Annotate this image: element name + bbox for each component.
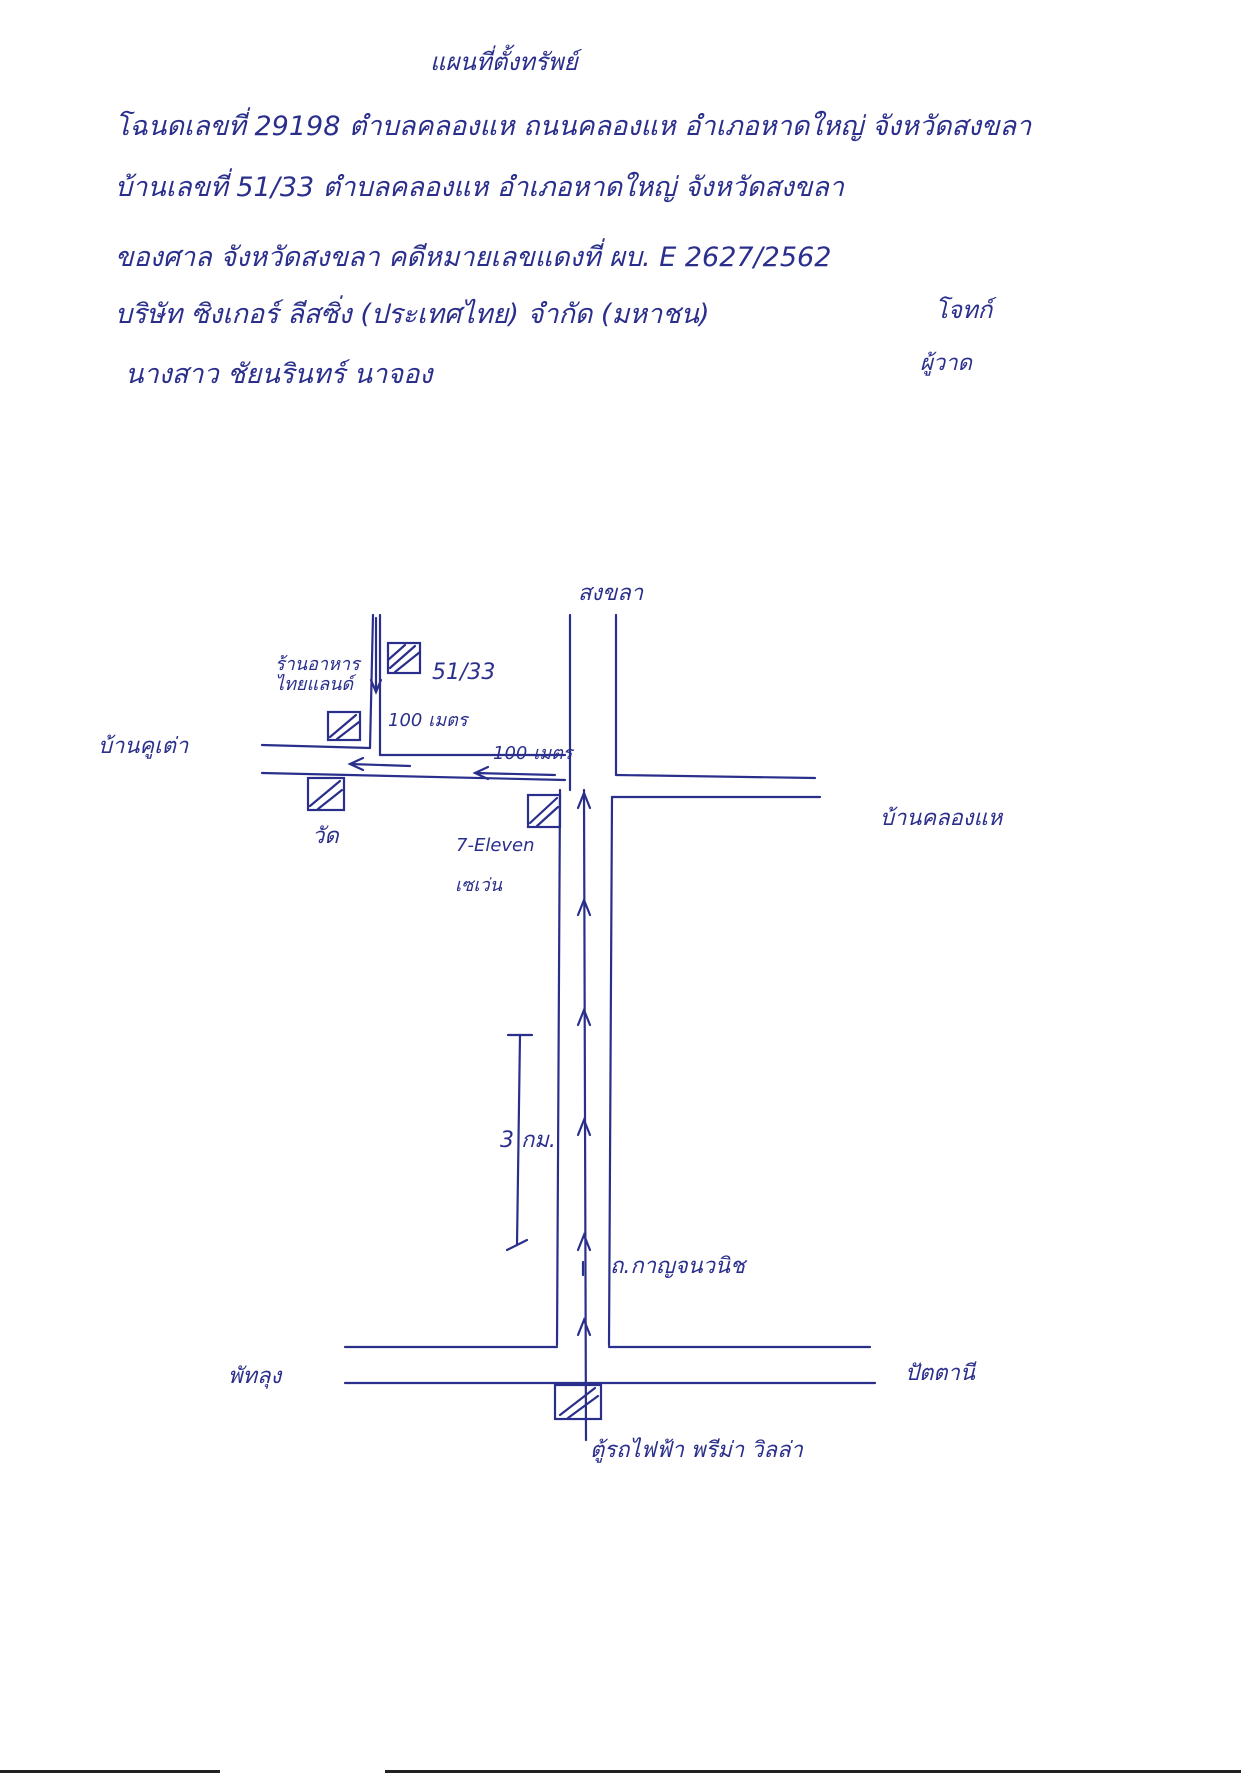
header-line-1: โฉนดเลขที่ 29198 ตำบลคลองแห ถนนคลองแห อำ…: [115, 111, 1032, 142]
temple-marker: [306, 776, 346, 812]
7eleven-label: 7-Eleven: [456, 835, 535, 856]
7eleven-marker: [526, 793, 562, 829]
property-label: 51/33: [432, 660, 496, 685]
header-line-4: บริษัท ซิงเกอร์ ลีสซิ่ง (ประเทศไทย) จำกั…: [115, 299, 710, 330]
main-road-distance: 100 เมตร: [493, 743, 573, 764]
side-lane-distance: 100 เมตร: [388, 710, 468, 731]
side-road-west-top: [260, 743, 372, 750]
shop-label: ร้านอาหารไทยแลนด์: [275, 654, 360, 695]
route-arrows-west: [347, 616, 557, 781]
scan-edge-left: [0, 1770, 220, 1773]
bottom-left-label: พัทลุง: [228, 1364, 282, 1389]
main-road-east-edge-south: [607, 795, 614, 1347]
north-label: สงขลา: [578, 581, 644, 606]
document-title: แผนที่ตั้งทรัพย์: [430, 48, 578, 76]
scan-edge-right: [385, 1770, 1241, 1773]
header-line-2: บ้านเลขที่ 51/33 ตำบลคลองแห อำเภอหาดใหญ่…: [115, 172, 844, 203]
crossroad-north-edge-east: [614, 773, 817, 780]
route-arrows-north: [576, 788, 592, 1442]
temple-label: วัด: [312, 824, 339, 849]
crossroad-south-edge-west: [260, 771, 567, 782]
distance-measure-bar: [505, 1033, 534, 1252]
shop-marker: [326, 710, 362, 742]
header-line-3: ของศาล จังหวัดสงขลา คดีหมายเลขแดงที่ ผบ.…: [115, 242, 832, 273]
7eleven-sublabel: เซเว่น: [455, 875, 502, 896]
bottom-right-label: ปัตตานี: [905, 1361, 975, 1386]
bottom-landmark-marker: [553, 1383, 603, 1421]
west-label: บ้านคูเต่า: [98, 734, 189, 759]
road-name-label: ถ.กาญจนวนิช: [610, 1254, 745, 1279]
signature-role: ผู้วาด: [920, 351, 972, 376]
east-label: บ้านคลองแห: [880, 806, 1003, 831]
main-road-west-edge-south: [555, 788, 562, 1347]
distance-long-label: 3 กม.: [500, 1128, 556, 1153]
property-marker: [386, 641, 422, 675]
bottom-landmark-label: ตู้รถไฟฟ้า พรีม่า วิลล่า: [590, 1438, 803, 1463]
signature-mark: โจทก์: [935, 296, 993, 324]
header-line-5: นางสาว ชัยนรินทร์ นาจอง: [125, 359, 433, 390]
